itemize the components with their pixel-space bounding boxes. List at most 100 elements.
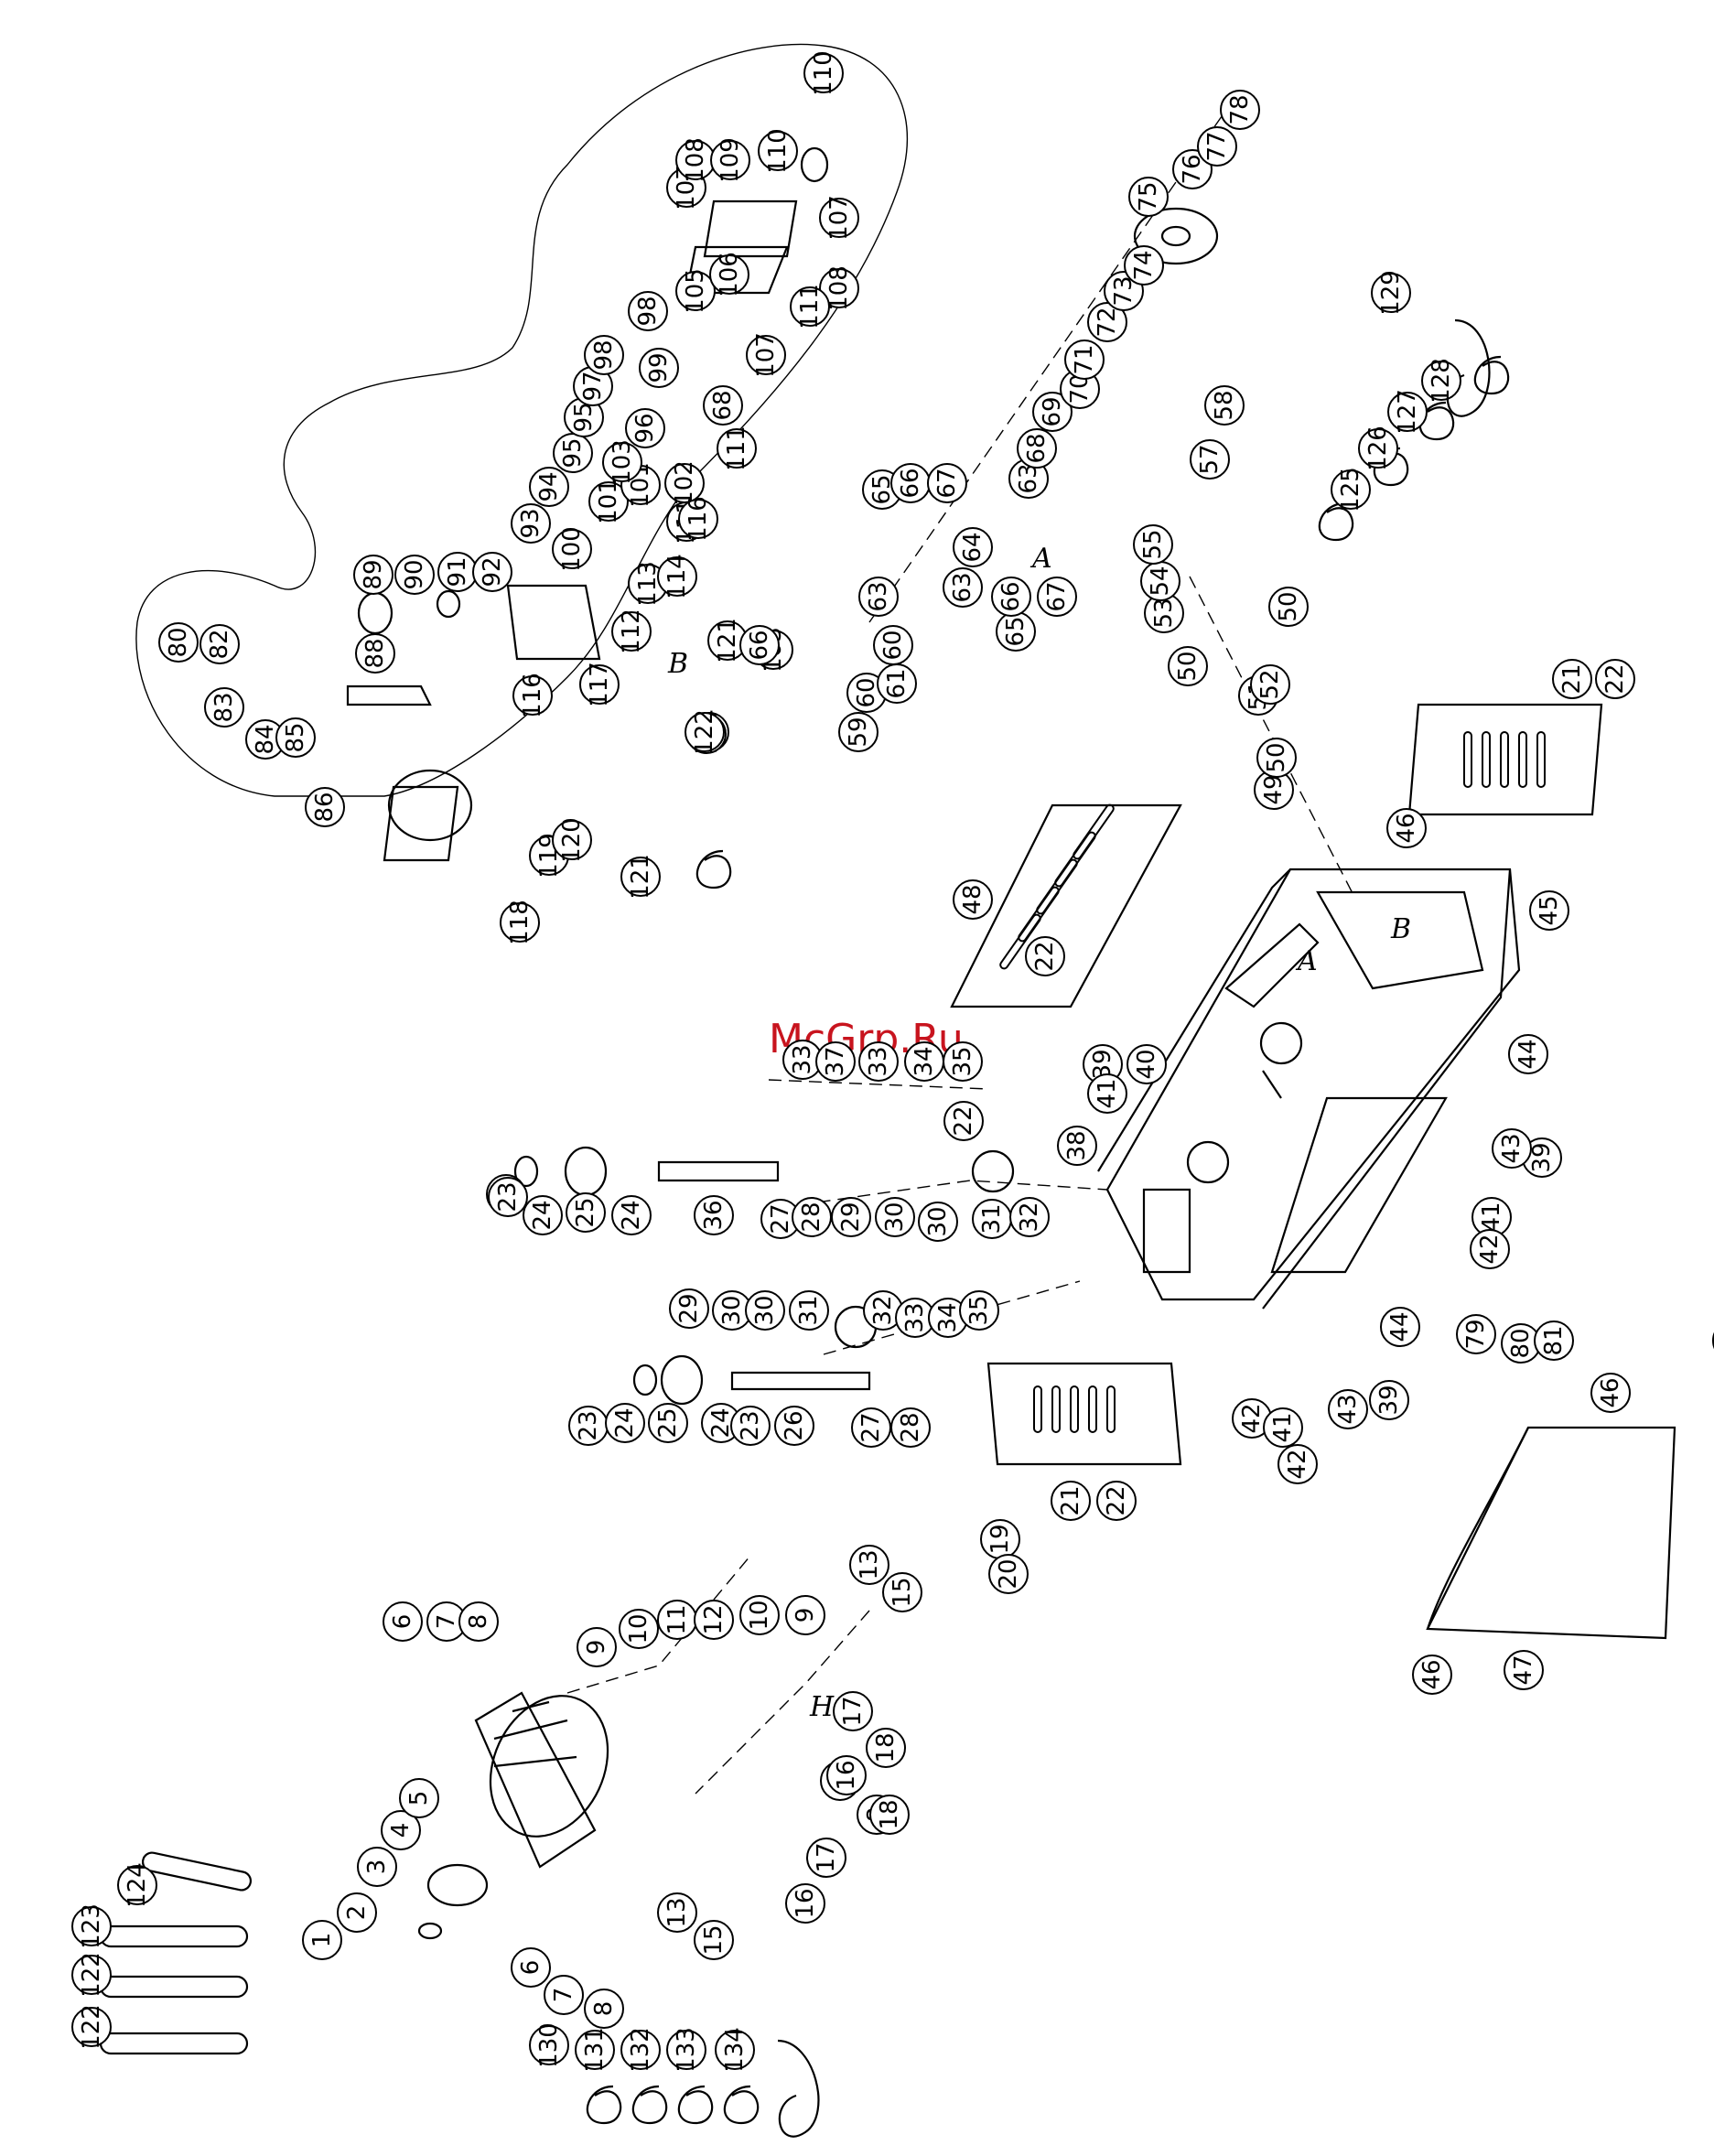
callout-number: 107	[752, 332, 780, 378]
part-callout: 43	[1328, 1389, 1368, 1429]
callout-number: 28	[798, 1202, 825, 1232]
part-callout: 58	[1204, 385, 1245, 426]
callout-balloon	[488, 1177, 528, 1217]
callout-balloon	[305, 787, 345, 827]
part-callout: 61	[877, 663, 917, 704]
callout-number: 35	[949, 1046, 976, 1076]
gearbox-detail-outline	[135, 43, 909, 797]
callout-number: 129	[1377, 270, 1405, 316]
callout-number: 127	[1394, 389, 1421, 435]
callout-number: 67	[1043, 581, 1071, 611]
callout-balloon	[1096, 1481, 1137, 1521]
callout-number: 66	[897, 468, 924, 498]
callout-balloon	[383, 1601, 423, 1642]
callout-number: 64	[959, 532, 986, 562]
callout-number: 131	[581, 2027, 609, 2073]
callout-balloon	[657, 1892, 697, 1933]
callout-balloon	[511, 1947, 551, 1988]
callout-number: 112	[618, 609, 645, 654]
callout-number: 63	[865, 581, 892, 611]
part-callout: 20	[988, 1554, 1029, 1594]
callout-number: 95	[559, 437, 587, 468]
callout-balloon	[1595, 659, 1635, 699]
part-callout: 32	[863, 1290, 903, 1331]
callout-number: 106	[716, 252, 743, 297]
callout-balloon	[353, 555, 393, 595]
callout-number: 25	[572, 1197, 599, 1227]
callout-number: 30	[924, 1206, 952, 1236]
callout-balloon	[619, 1609, 659, 1649]
part-callout: 107	[819, 195, 859, 241]
callout-number: 96	[631, 413, 659, 443]
part-callout: 44	[1380, 1307, 1420, 1347]
callout-number: 50	[1263, 742, 1290, 772]
callout-number: 122	[691, 709, 718, 755]
callout-balloon	[523, 1195, 563, 1235]
callout-balloon	[1168, 646, 1208, 686]
callout-balloon	[831, 1197, 871, 1237]
callout-number: 50	[1275, 591, 1302, 621]
callout-number: 76	[1179, 154, 1206, 184]
part-callout: 121	[620, 854, 661, 900]
callout-balloon	[628, 291, 668, 331]
side-cover-upper	[950, 803, 1182, 1008]
callout-number: 49	[1260, 774, 1288, 804]
part-callout: 129	[1371, 270, 1411, 316]
callout-number: 108	[825, 265, 853, 311]
part-callout: 25	[648, 1403, 688, 1443]
callout-number: 10	[625, 1613, 652, 1644]
callout-number: 94	[535, 471, 563, 501]
callout-balloon	[730, 1406, 771, 1446]
callout-number: 20	[995, 1558, 1022, 1589]
callout-balloon	[71, 2007, 112, 2047]
part-callout: 94	[529, 467, 569, 507]
cable-set-bottom	[586, 849, 820, 2138]
part-callout: 16	[826, 1755, 867, 1795]
part-callout: 48	[953, 879, 993, 920]
callout-balloon	[500, 902, 540, 943]
part-callout: 35	[959, 1290, 999, 1331]
callout-balloon	[1369, 1380, 1409, 1420]
part-callout: 78	[1220, 90, 1260, 130]
part-callout: 77	[1197, 126, 1237, 167]
assembly-line	[695, 1610, 870, 1795]
callout-number: 31	[795, 1295, 823, 1325]
callout-balloon	[988, 1554, 1029, 1594]
callout-balloon	[577, 1627, 617, 1667]
callout-number: 128	[1428, 358, 1455, 404]
callout-number: 30	[751, 1295, 779, 1325]
part-callout: 108	[675, 137, 716, 183]
part-callout: 18	[866, 1728, 906, 1768]
part-callout: 4	[381, 1810, 421, 1850]
callout-balloon	[588, 481, 629, 522]
callout-balloon	[694, 1920, 734, 1960]
part-callout: 109	[710, 137, 750, 183]
callout-balloon	[715, 2030, 755, 2070]
callout-number: 22	[1031, 941, 1059, 971]
callout-number: 90	[401, 559, 428, 589]
part-callout: 120	[552, 817, 592, 863]
part-callout: 103	[602, 439, 642, 485]
callout-number: 130	[535, 2022, 563, 2068]
part-callout: 42	[1470, 1229, 1510, 1269]
part-callout: 17	[833, 1691, 873, 1731]
part-callout: 37	[815, 1041, 856, 1082]
callout-balloon	[648, 1403, 688, 1443]
callout-balloon	[529, 2025, 569, 2065]
callout-number: 33	[789, 1044, 816, 1074]
part-callout: 66	[991, 577, 1031, 617]
callout-balloon	[275, 717, 316, 758]
part-callout: 131	[575, 2027, 615, 2073]
part-callout: 45	[1529, 890, 1569, 931]
callout-number: 86	[311, 792, 339, 822]
part-callout: 42	[1232, 1398, 1272, 1439]
callout-balloon	[858, 577, 899, 617]
part-callout: 29	[831, 1197, 871, 1237]
part-callout: 111	[717, 426, 757, 471]
part-callout: 5	[399, 1778, 439, 1818]
callout-number: 116	[519, 673, 546, 718]
callout-balloon	[927, 463, 967, 503]
part-callout: 46	[1386, 808, 1427, 848]
callout-balloon	[918, 1202, 958, 1242]
callout-balloon	[458, 1601, 499, 1642]
